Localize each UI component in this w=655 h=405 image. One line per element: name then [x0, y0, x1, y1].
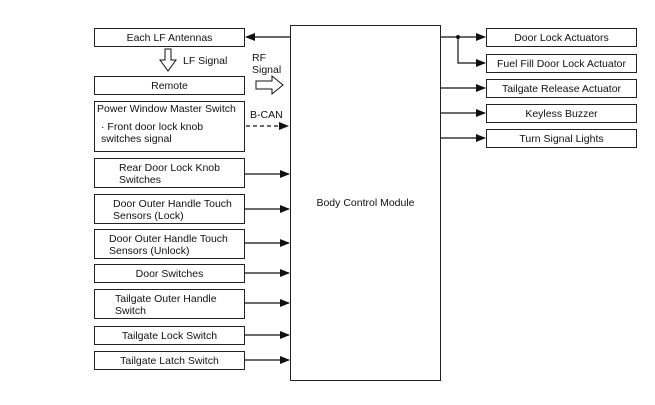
keyless-buzzer-box: Keyless Buzzer	[486, 104, 637, 123]
pwms-title: Power Window Master Switch	[97, 103, 236, 115]
turn-signal-label: Turn Signal Lights	[519, 132, 604, 145]
body-control-module: Body Control Module	[290, 25, 441, 381]
tailgate-latch-switch-box: Tailgate Latch Switch	[94, 351, 245, 370]
touch-unlock-line1: Door Outer Handle Touch	[109, 233, 228, 245]
arrow-fuel-fill	[457, 37, 486, 67]
touch-sensor-lock-box: Door Outer Handle Touch Sensors (Lock)	[94, 194, 245, 224]
lf-signal-arrow	[159, 48, 177, 72]
rf-signal-arrow	[255, 74, 284, 96]
turn-signal-lights-box: Turn Signal Lights	[486, 129, 637, 148]
rear-door-lock-knob-box: Rear Door Lock Knob Switches	[94, 158, 245, 188]
tailgate-lock-switch-box: Tailgate Lock Switch	[94, 326, 245, 345]
remote-label: Remote	[151, 79, 188, 92]
tailgate-release-label: Tailgate Release Actuator	[501, 82, 622, 95]
touch-lock-line1: Door Outer Handle Touch	[113, 198, 232, 210]
rear-knob-line2: Switches	[119, 174, 162, 186]
tailgate-lock-label: Tailgate Lock Switch	[121, 329, 218, 342]
lf-antennas-label: Each LF Antennas	[126, 31, 213, 44]
rear-knob-line1: Rear Door Lock Knob	[119, 162, 220, 174]
door-switches-label: Door Switches	[135, 267, 204, 280]
lf-signal-label: LF Signal	[183, 55, 228, 67]
tailgate-latch-label: Tailgate Latch Switch	[120, 354, 219, 367]
door-switches-box: Door Switches	[94, 264, 245, 283]
touch-sensor-unlock-box: Door Outer Handle Touch Sensors (Unlock)	[94, 229, 245, 259]
rf-label-line1: RF	[252, 52, 266, 64]
bcan-label: B-CAN	[250, 109, 283, 121]
tailgate-release-actuator-box: Tailgate Release Actuator	[486, 79, 637, 98]
pwms-sub-line1: · Front door lock knob	[101, 121, 204, 133]
touch-unlock-line2: Sensors (Unlock)	[109, 245, 190, 257]
lf-antennas-box: Each LF Antennas	[94, 28, 245, 47]
fuel-fill-actuator-box: Fuel Fill Door Lock Actuator	[486, 54, 637, 73]
tailgate-outer-handle-box: Tailgate Outer Handle Switch	[94, 289, 245, 319]
touch-lock-line2: Sensors (Lock)	[113, 210, 184, 222]
pwms-sub-line2: switches signal	[101, 133, 172, 145]
remote-box: Remote	[94, 76, 245, 95]
door-lock-actuators-box: Door Lock Actuators	[486, 28, 637, 47]
power-window-master-switch-box: Power Window Master Switch · Front door …	[94, 101, 245, 152]
module-label: Body Control Module	[316, 197, 415, 209]
tg-handle-line1: Tailgate Outer Handle	[115, 293, 217, 305]
keyless-buzzer-label: Keyless Buzzer	[525, 107, 598, 120]
rf-label-line2: Signal	[252, 64, 282, 76]
fuel-fill-label: Fuel Fill Door Lock Actuator	[497, 57, 626, 70]
door-lock-label: Door Lock Actuators	[514, 31, 609, 44]
tg-handle-line2: Switch	[115, 305, 146, 317]
